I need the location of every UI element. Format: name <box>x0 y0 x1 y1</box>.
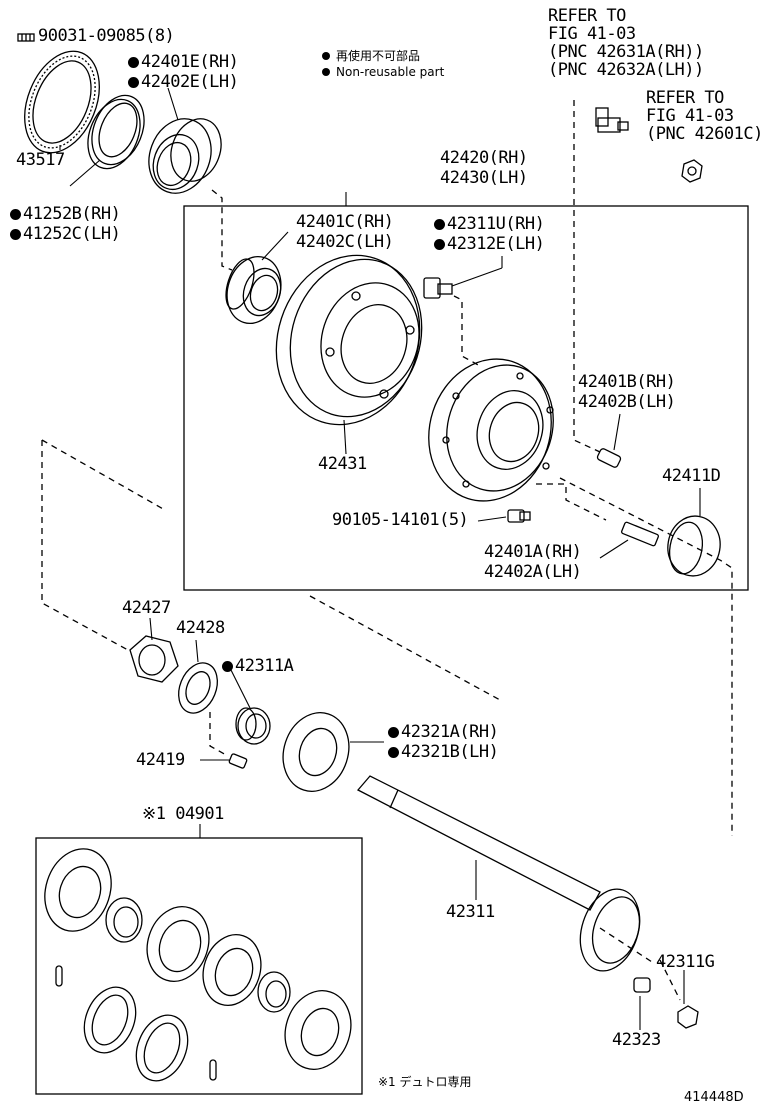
hub-assembly-frame <box>183 205 749 591</box>
label-42323[interactable]: 42323 <box>612 1030 661 1050</box>
bearing-42401e-icon <box>148 118 222 194</box>
label-42430[interactable]: 42430(LH) <box>440 168 528 188</box>
tone-ring-43517-icon <box>24 50 100 154</box>
bullet-icon <box>322 52 330 60</box>
label-42402c[interactable]: 42402C(LH) <box>296 232 394 252</box>
non-reusable-dot-icon <box>128 57 139 68</box>
non-reusable-dot-icon <box>388 727 399 738</box>
label-04901[interactable]: ※1 04901 <box>142 804 224 824</box>
pin-42323-icon <box>633 977 651 993</box>
non-reusable-dot-icon <box>128 77 139 88</box>
non-reusable-dot-icon <box>10 229 21 240</box>
label-42311g[interactable]: 42311G <box>656 952 715 972</box>
label-43517[interactable]: 43517 <box>16 150 65 170</box>
nut-42311g-icon <box>677 1005 699 1029</box>
label-42411d[interactable]: 42411D <box>662 466 721 486</box>
label-42311a[interactable]: 42311A <box>222 656 294 676</box>
pin-42401b-icon <box>596 448 622 468</box>
label-42431[interactable]: 42431 <box>318 454 367 474</box>
label-42428[interactable]: 42428 <box>176 618 225 638</box>
label-41252b[interactable]: 41252B(RH) <box>10 204 121 224</box>
brake-drum-42431-icon <box>275 254 423 426</box>
nut-42601c-icon <box>681 159 703 183</box>
refer-2-line-a: REFER TO <box>646 88 724 108</box>
leader-lines <box>59 87 701 1030</box>
label-42401c[interactable]: 42401C(RH) <box>296 212 394 232</box>
label-42401e[interactable]: 42401E(RH) <box>128 52 239 72</box>
label-42402a[interactable]: 42402A(LH) <box>484 562 582 582</box>
refer-1-line-d[interactable]: (PNC 42632A(LH)) <box>548 60 704 80</box>
label-42401a[interactable]: 42401A(RH) <box>484 542 582 562</box>
bolt-90105-icon <box>507 509 531 523</box>
refer-1-line-b: FIG 41-03 <box>548 24 636 44</box>
bullet-icon <box>322 68 330 76</box>
non-reusable-dot-icon <box>434 219 445 230</box>
lock-washer-42428-icon <box>178 662 218 714</box>
spacer-42311a-icon <box>235 707 271 745</box>
bolt-90031-icon <box>17 33 35 42</box>
label-42402b[interactable]: 42402B(LH) <box>578 392 676 412</box>
assembly-lines <box>41 100 733 1001</box>
axle-shaft-42311-icon <box>356 775 641 972</box>
kit-04901-frame <box>35 837 363 1095</box>
gasket-42321a-icon <box>282 712 350 792</box>
hub-cap-42411d-icon <box>667 515 721 577</box>
legend-line-2: Non-reusable part <box>322 64 444 80</box>
label-42321a[interactable]: 42321A(RH) <box>388 722 499 742</box>
kit-parts-icon <box>44 848 352 1082</box>
refer-1-line-c[interactable]: (PNC 42631A(RH)) <box>548 42 704 62</box>
stud-42401a-icon <box>621 521 659 547</box>
label-42312e[interactable]: 42312E(LH) <box>434 234 545 254</box>
figure-id: 414448D <box>684 1090 744 1105</box>
non-reusable-dot-icon <box>10 209 21 220</box>
hub-bolt-42311u-icon <box>423 277 453 299</box>
kit-note: ※1 デュトロ専用 <box>378 1075 472 1089</box>
refer-2-line-b: FIG 41-03 <box>646 106 734 126</box>
axle-hub-42420-icon <box>428 358 554 502</box>
label-42427[interactable]: 42427 <box>122 598 171 618</box>
legend-line-1: 再使用不可部品 <box>322 48 420 64</box>
label-42321b[interactable]: 42321B(LH) <box>388 742 499 762</box>
label-42402e[interactable]: 42402E(LH) <box>128 72 239 92</box>
label-42311[interactable]: 42311 <box>446 902 495 922</box>
label-42419[interactable]: 42419 <box>136 750 185 770</box>
label-90031[interactable]: 90031-09085(8) <box>38 26 175 46</box>
label-42311u[interactable]: 42311U(RH) <box>434 214 545 234</box>
refer-1-line-a: REFER TO <box>548 6 626 26</box>
non-reusable-dot-icon <box>388 747 399 758</box>
label-42420[interactable]: 42420(RH) <box>440 148 528 168</box>
non-reusable-dot-icon <box>434 239 445 250</box>
non-reusable-dot-icon <box>222 661 233 672</box>
label-41252c[interactable]: 41252C(LH) <box>10 224 121 244</box>
locknut-42427-icon <box>129 635 179 683</box>
refer-2-line-c[interactable]: (PNC 42601C) <box>646 124 760 144</box>
refer-part-42631a-icon <box>595 107 629 133</box>
screw-42419-icon <box>228 753 248 769</box>
label-42401b[interactable]: 42401B(RH) <box>578 372 676 392</box>
bearing-42401c-icon <box>225 256 282 324</box>
label-90105[interactable]: 90105-14101(5) <box>332 510 469 530</box>
oil-seal-41252-icon <box>87 94 145 170</box>
